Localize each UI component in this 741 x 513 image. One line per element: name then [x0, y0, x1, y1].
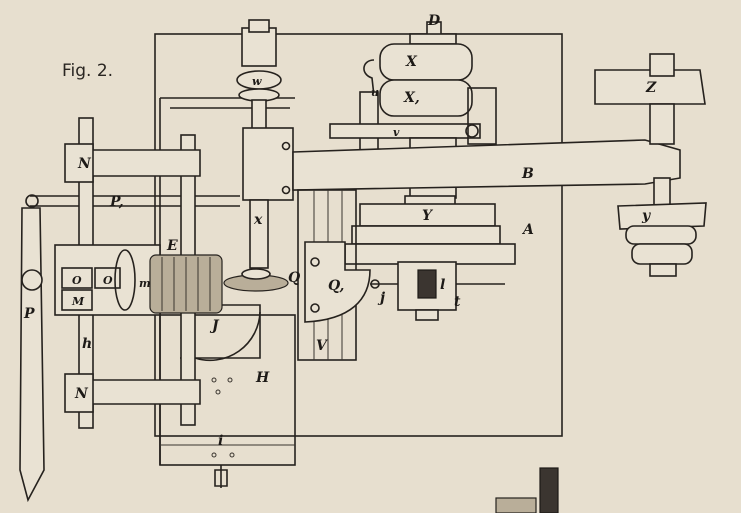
top-spindle-cap — [248, 19, 270, 33]
arm-B — [292, 139, 681, 191]
label-l: l — [440, 277, 445, 293]
label-N-bottom: N — [74, 386, 89, 402]
roll-y-1 — [625, 225, 697, 245]
label-h: h — [82, 336, 92, 352]
label-E: E — [166, 238, 178, 254]
label-u: u — [371, 86, 379, 99]
roll-y-2 — [631, 243, 693, 265]
label-j: j — [377, 290, 385, 306]
bracket-J-arc — [194, 311, 261, 362]
label-m: m — [139, 277, 151, 290]
label-B: B — [521, 166, 534, 182]
corner-detail-block — [495, 497, 537, 513]
Z-spindle-lower — [653, 177, 671, 207]
Z-spindle-top — [649, 53, 675, 77]
label-X: X — [405, 54, 418, 70]
band-y — [617, 202, 707, 230]
handle-P-pivot — [21, 269, 43, 291]
label-O-right: O — [103, 274, 113, 287]
bracket-plate — [467, 87, 497, 145]
cross-bar-v — [329, 123, 481, 139]
plate-H-rivets — [211, 377, 235, 458]
label-J: J — [209, 318, 220, 334]
rod-j-end — [370, 279, 380, 289]
label-x: x — [253, 212, 263, 228]
block-O-left — [61, 267, 93, 289]
spindle-housing — [242, 127, 294, 201]
table-Y-base — [351, 225, 501, 245]
top-spindle-head — [241, 27, 277, 67]
plate-H-pin — [214, 465, 228, 488]
label-P1: P, — [109, 194, 124, 210]
back-frame — [154, 33, 563, 437]
label-V: V — [316, 338, 329, 354]
label-H: H — [255, 370, 270, 386]
frame-P1 — [30, 195, 240, 207]
label-Q1: Q, — [328, 278, 344, 294]
top-spindle-shaft — [251, 99, 267, 131]
roll-y-foot — [649, 263, 677, 277]
label-y: y — [641, 208, 651, 224]
arm-N-top-boss — [64, 143, 94, 183]
label-O-left: O — [72, 274, 82, 287]
clamp-coil-l — [417, 269, 437, 299]
label-t: t — [454, 294, 461, 310]
wheel-hub — [241, 268, 271, 280]
clamp-foot — [415, 309, 439, 321]
column-top — [409, 33, 457, 45]
arm-N-bottom-boss — [64, 373, 94, 413]
disc-X1 — [379, 79, 473, 117]
frame-P1-pivot — [25, 194, 39, 208]
label-M: M — [71, 295, 85, 308]
cross-bar-nut — [465, 124, 479, 138]
label-Q: Q — [288, 270, 300, 286]
label-i: i — [218, 433, 223, 449]
figure-title: Fig. 2. — [62, 61, 113, 81]
ring-m — [114, 249, 136, 311]
label-v: v — [393, 126, 400, 139]
block-O-right — [94, 267, 121, 289]
label-D: D — [427, 13, 441, 29]
label-X1: X, — [403, 90, 420, 106]
handle-P — [19, 207, 45, 503]
block-M — [61, 289, 93, 311]
block-Q-pin-top — [310, 257, 320, 267]
disc-X — [379, 43, 473, 81]
ribbed-roll-E-ribs — [161, 257, 211, 311]
vertical-spindle-x — [249, 199, 269, 269]
housing-screw-bottom — [281, 185, 291, 195]
corner-detail-bar — [539, 467, 559, 513]
label-N-top: N — [77, 156, 92, 172]
housing-screw-top — [281, 141, 291, 151]
label-Y: Y — [422, 208, 434, 224]
label-Z: Z — [645, 80, 657, 96]
Z-spindle — [649, 103, 675, 145]
block-Q1 — [304, 241, 371, 323]
label-A: A — [521, 222, 534, 238]
pulley-w-flange — [238, 88, 280, 102]
label-w: w — [252, 75, 262, 88]
bed-A — [344, 243, 516, 265]
label-P: P — [23, 306, 35, 322]
block-Q-pin-bottom — [310, 303, 320, 313]
